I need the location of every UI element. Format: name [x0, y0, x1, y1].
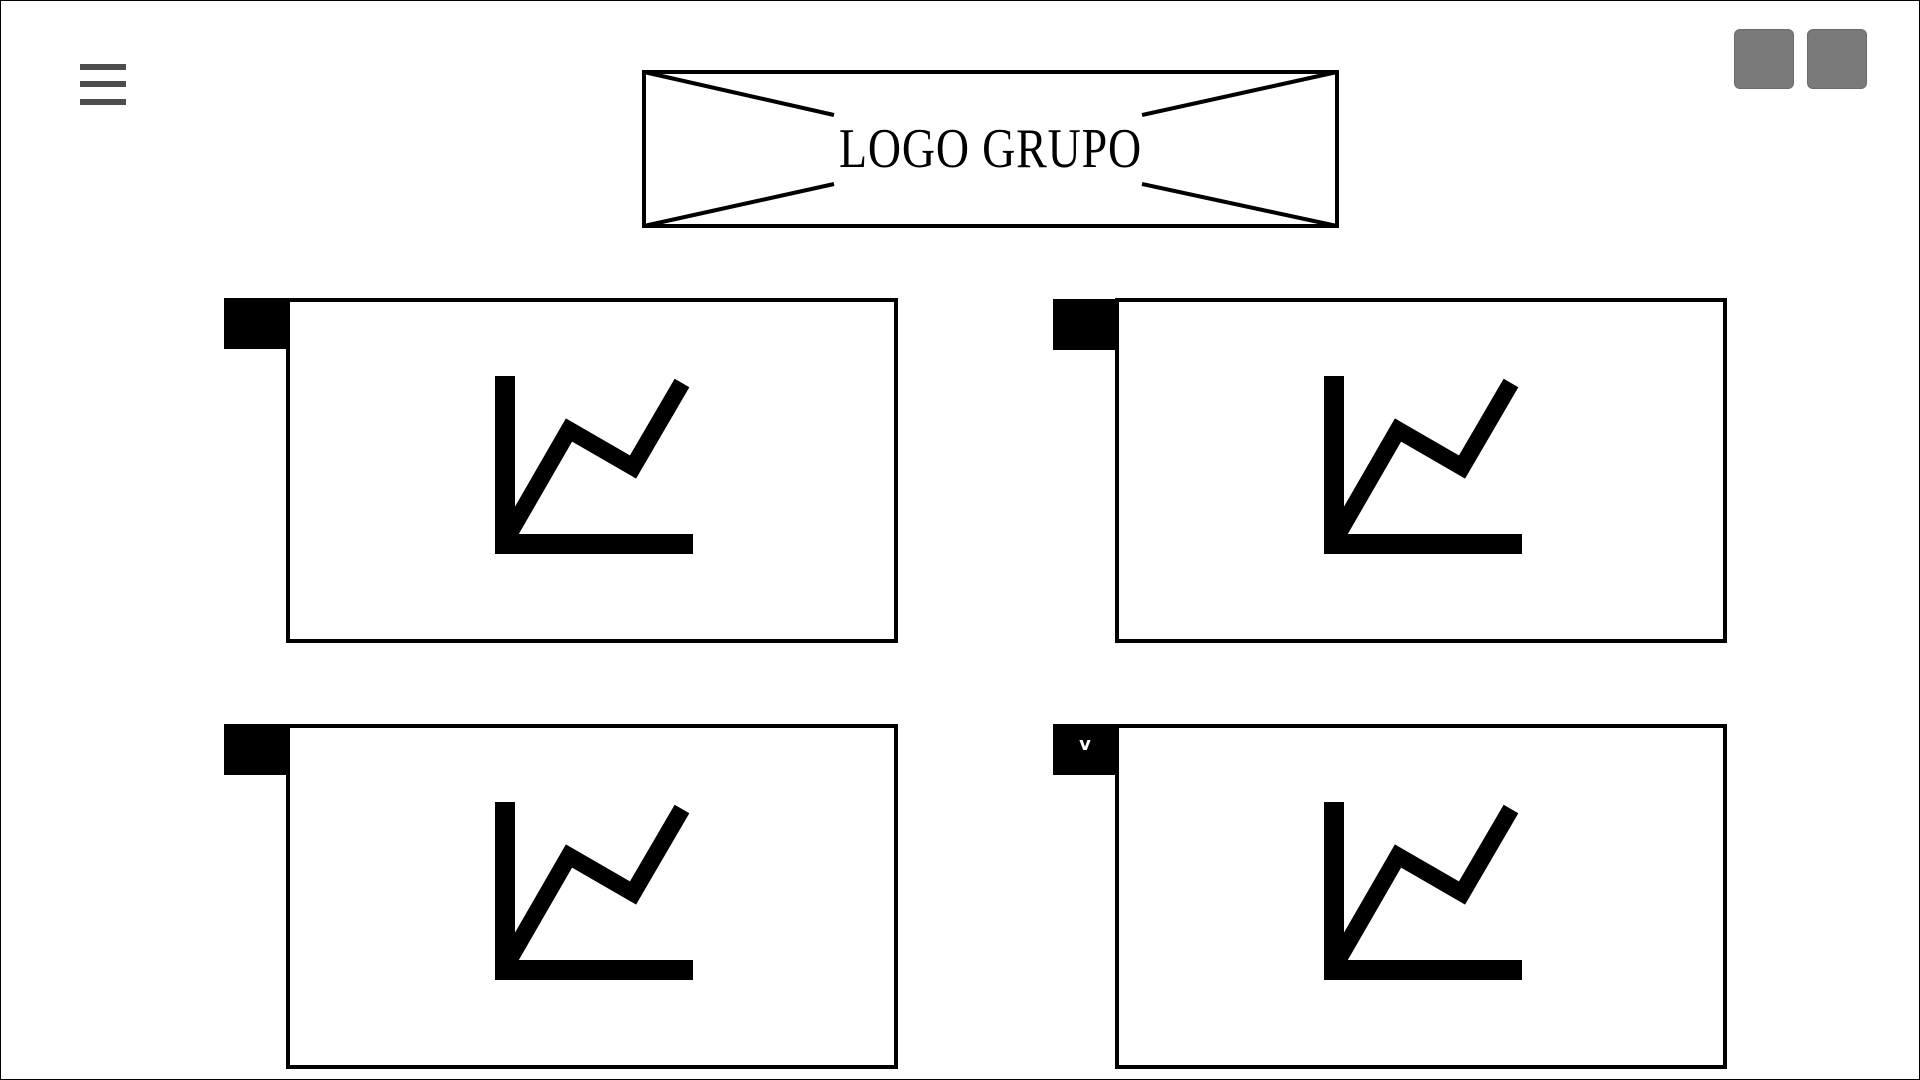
- square-action-button[interactable]: [1807, 29, 1867, 89]
- line-chart-icon: [495, 802, 693, 980]
- logo-text: LOGO GRUPO: [839, 118, 1142, 180]
- square-action-button[interactable]: [1734, 29, 1794, 89]
- card-tag[interactable]: [224, 298, 288, 349]
- chart-card[interactable]: [1115, 298, 1727, 643]
- chart-card[interactable]: [286, 724, 898, 1069]
- chart-card[interactable]: [286, 298, 898, 643]
- hamburger-menu-button[interactable]: [78, 62, 128, 110]
- card-tag[interactable]: [1053, 299, 1117, 350]
- hamburger-bar: [80, 99, 126, 105]
- card-tag-collapse[interactable]: v: [1053, 724, 1117, 775]
- hamburger-bar: [80, 81, 126, 87]
- logo-placeholder-frame-icon: [642, 70, 1339, 228]
- line-chart-icon: [495, 376, 693, 554]
- chart-card[interactable]: [1115, 724, 1727, 1069]
- line-chart-icon: [1324, 802, 1522, 980]
- card-tag[interactable]: [224, 724, 288, 775]
- line-chart-icon: [1324, 376, 1522, 554]
- hamburger-bar: [80, 64, 126, 70]
- logo-placeholder: LOGO GRUPO: [642, 70, 1339, 228]
